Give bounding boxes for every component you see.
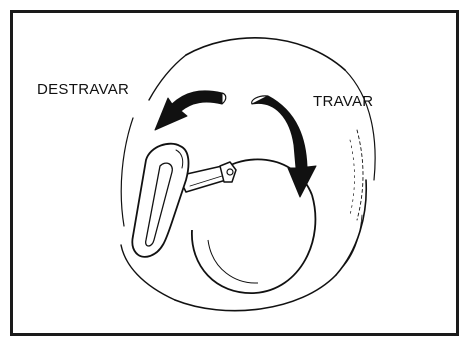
key-icon xyxy=(132,144,236,257)
curved-arrow-counterclockwise-icon xyxy=(155,91,226,130)
curved-arrow-clockwise-icon xyxy=(252,96,316,197)
lock-label: TRAVAR xyxy=(313,93,373,110)
unlock-label: DESTRAVAR xyxy=(37,81,129,98)
